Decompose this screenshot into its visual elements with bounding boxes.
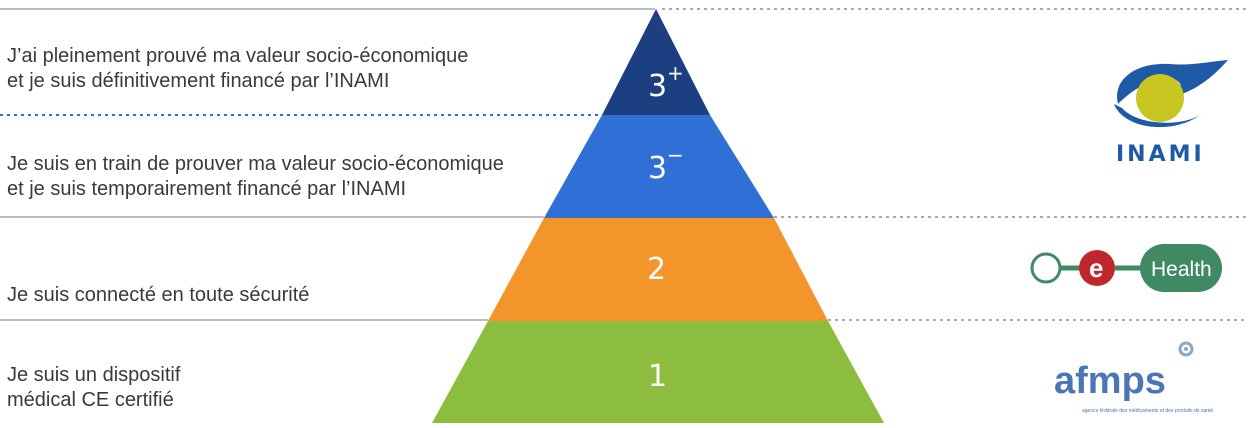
tier-3minus-superscript: − bbox=[667, 143, 684, 167]
afmps-eye-icon bbox=[1178, 341, 1194, 357]
ehealth-e-letter: e bbox=[1089, 253, 1103, 283]
level-3minus-label-line-1: Je suis en train de prouver ma valeur so… bbox=[7, 153, 504, 175]
pyramid-tier-1 bbox=[432, 321, 884, 423]
level-1-label-line-1: Je suis un dispositif bbox=[7, 364, 181, 386]
pyramid-tier-3minus bbox=[544, 115, 774, 218]
ehealth-pill-icon bbox=[1140, 244, 1222, 292]
afmps-logo: afmps agence fédérale des médicaments et… bbox=[1054, 341, 1213, 414]
afmps-pupil-icon bbox=[1184, 347, 1188, 351]
level-3plus-label-line-2: et je suis définitivement financé par l’… bbox=[7, 70, 390, 92]
tier-2-number: 2 bbox=[647, 252, 666, 287]
level-1-label: Je suis un dispositif médical CE certifi… bbox=[7, 363, 180, 413]
level-3plus-label-line-1: J’ai pleinement prouvé ma valeur socio-é… bbox=[7, 45, 469, 67]
inami-arc-icon bbox=[1114, 104, 1204, 128]
inami-logo-text: INAMI bbox=[1116, 142, 1205, 167]
level-3minus-label: Je suis en train de prouver ma valeur so… bbox=[7, 152, 504, 202]
level-2-label-line-1: Je suis connecté en toute sécurité bbox=[7, 284, 310, 306]
tier-3minus-number: 3 bbox=[648, 151, 667, 186]
ehealth-logo: e Health bbox=[1030, 244, 1222, 292]
inami-logo: INAMI bbox=[1114, 60, 1228, 167]
tier-3plus-number: 3 bbox=[648, 69, 667, 104]
level-1-label-line-2: médical CE certifié bbox=[7, 389, 174, 411]
inami-circle-icon bbox=[1136, 74, 1184, 122]
pyramid-tier-3plus bbox=[602, 9, 710, 115]
afmps-logo-text: afmps bbox=[1054, 360, 1166, 402]
ehealth-ring-icon bbox=[1030, 252, 1062, 284]
tier-1-number: 1 bbox=[648, 359, 667, 394]
ehealth-e-circle-icon bbox=[1079, 250, 1115, 286]
tier-3plus-superscript: + bbox=[667, 61, 684, 85]
ehealth-logo-text: Health bbox=[1151, 258, 1212, 281]
level-3plus-label: J’ai pleinement prouvé ma valeur socio-é… bbox=[7, 44, 468, 94]
level-3minus-label-line-2: et je suis temporairement financé par l’… bbox=[7, 178, 407, 200]
afmps-logo-subtitle: agence fédérale des médicaments et des p… bbox=[1082, 408, 1213, 414]
inami-swoosh-icon bbox=[1117, 60, 1228, 104]
pyramid-tier-2 bbox=[488, 218, 828, 321]
level-2-label: Je suis connecté en toute sécurité bbox=[7, 283, 309, 308]
